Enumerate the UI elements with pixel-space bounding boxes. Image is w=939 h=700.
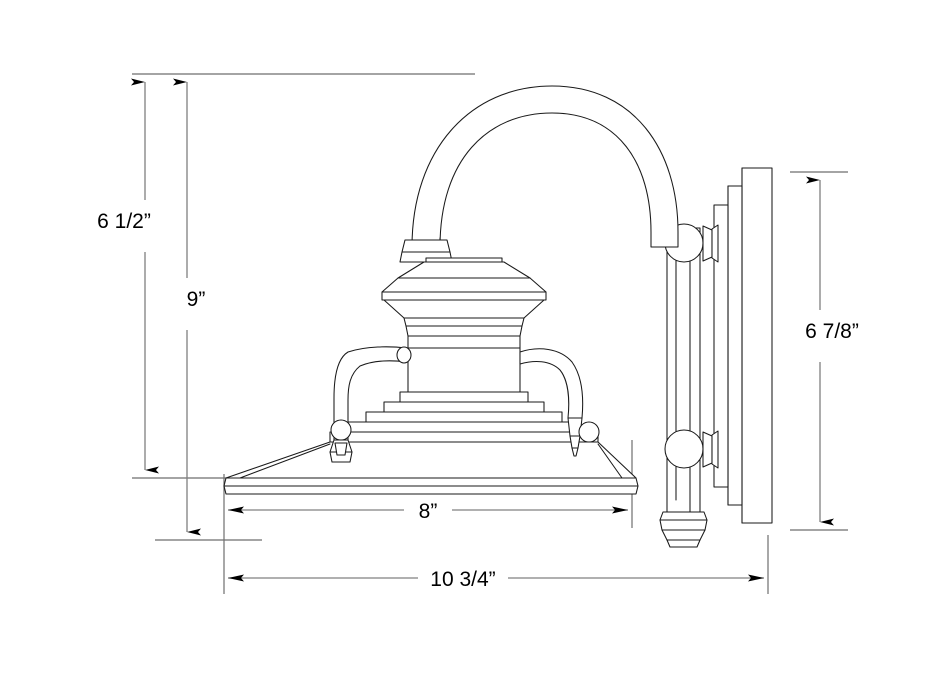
dim-label-6-1-2: 6 1/2” <box>97 210 151 233</box>
stepped-tiers <box>329 391 599 443</box>
cone-shade <box>223 441 639 495</box>
dimension-labels: 6 1/2” 9” 6 7/8” 8” 10 3/4” <box>97 210 859 591</box>
right-hook-arm <box>519 348 600 457</box>
dim-label-9: 9” <box>187 288 206 311</box>
dim-label-6-7-8: 6 7/8” <box>805 320 859 343</box>
dim-label-10-3-4: 10 3/4” <box>430 568 495 591</box>
lamp-body <box>405 325 523 393</box>
product-drawing <box>223 85 773 548</box>
back-bar <box>666 227 701 513</box>
lower-ball-finial <box>664 429 719 469</box>
dimension-lines <box>131 78 834 582</box>
dim-label-8: 8” <box>419 500 438 523</box>
bottom-finial <box>659 511 708 548</box>
left-hook-arm <box>329 346 412 463</box>
lamp-cap <box>381 257 547 327</box>
gooseneck-arm <box>411 85 679 248</box>
wall-plate <box>713 167 773 524</box>
